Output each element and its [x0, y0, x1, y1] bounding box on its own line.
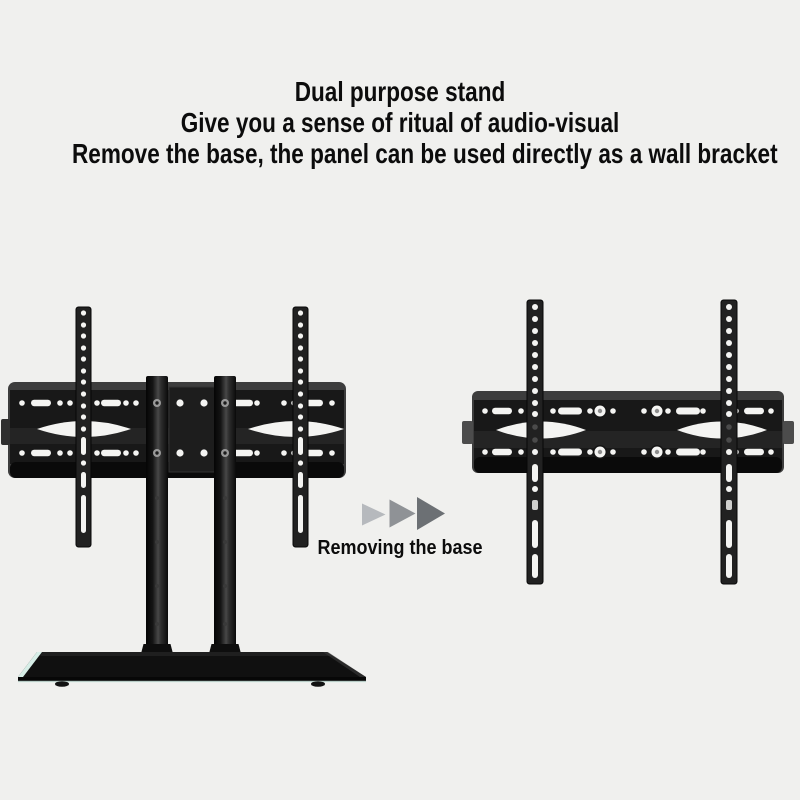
rail-screws — [592, 403, 665, 460]
headline: Dual purpose stand Give you a sense of r… — [0, 76, 800, 169]
glass-corner-highlight — [18, 652, 42, 677]
headline-line-2: Give you a sense of ritual of audio-visu… — [180, 107, 620, 138]
rail-side-tab — [783, 421, 794, 444]
glass-bottom-edge — [18, 680, 366, 683]
tv-stand-with-base — [1, 306, 366, 687]
stand-center-plate — [168, 386, 216, 473]
rail-side-tab — [1, 419, 10, 445]
arrow-right-icon — [389, 499, 416, 528]
headline-line-3: Remove the base, the panel can be used d… — [72, 138, 778, 169]
stand-glass-base — [18, 652, 366, 687]
stand-vesa-strip-left — [75, 306, 92, 548]
column-screws — [221, 399, 229, 457]
stand-vesa-strip-right — [292, 306, 309, 548]
column-screws — [153, 399, 161, 457]
transition-arrows — [362, 497, 445, 530]
transition-label: Removing the base — [317, 537, 483, 559]
bracket-vesa-strip-right — [720, 299, 738, 585]
bracket-vesa-strip-left — [526, 299, 544, 585]
wall-bracket-panel — [462, 299, 794, 585]
headline-line-1: Dual purpose stand — [294, 76, 506, 107]
bracket-mount-rail — [462, 391, 794, 473]
base-foot — [55, 681, 69, 687]
rail-side-tab — [462, 421, 473, 444]
arrow-right-icon — [417, 497, 445, 530]
arrow-right-icon — [362, 503, 386, 526]
base-foot — [311, 681, 325, 687]
